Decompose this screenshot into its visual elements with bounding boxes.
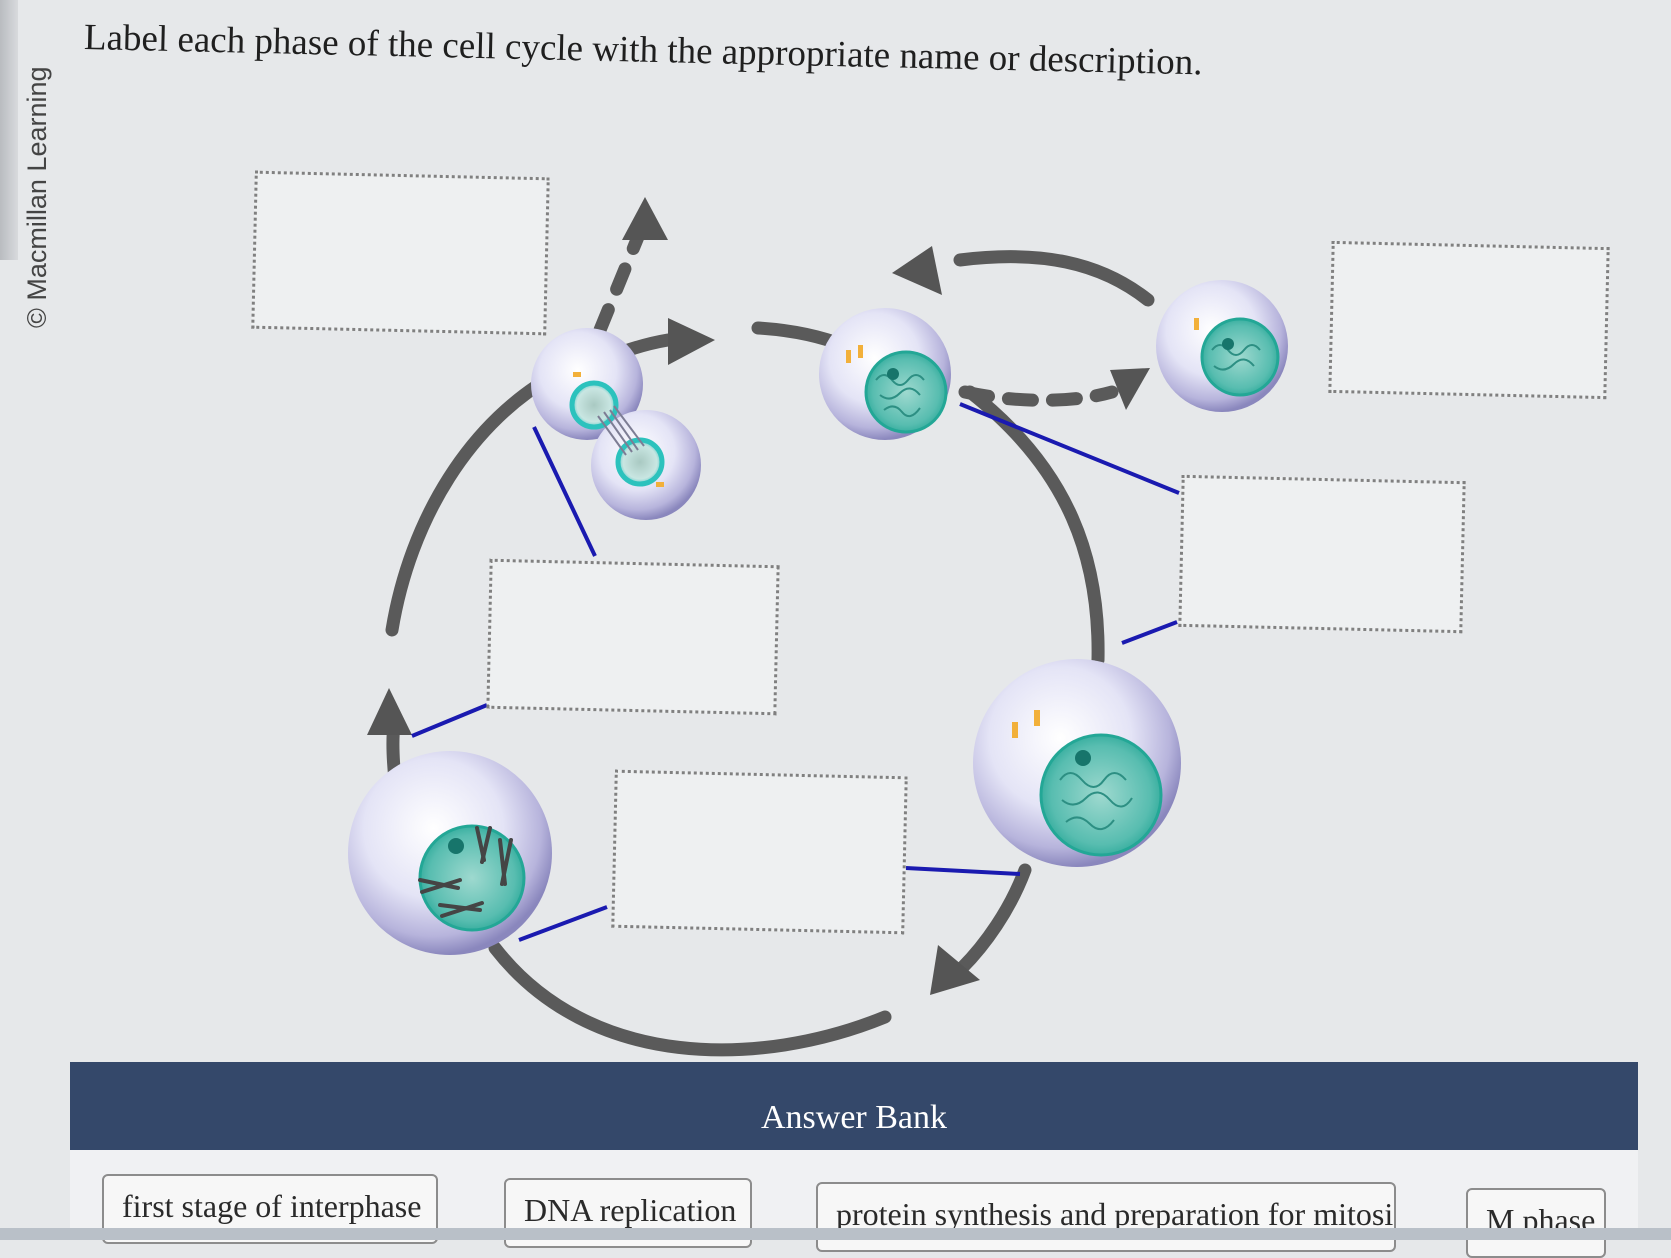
cycle-arc-bottom xyxy=(488,941,892,1057)
drop-zone-center[interactable] xyxy=(486,558,780,716)
g0-arrow-dashed xyxy=(958,385,1119,407)
answer-chip-m-phase[interactable]: M phase xyxy=(1466,1188,1606,1258)
answer-bank-title: Answer Bank xyxy=(70,1062,1638,1150)
cell-g0 xyxy=(1156,280,1288,412)
exit-arrow-dashed xyxy=(593,225,647,337)
window-edge xyxy=(0,0,18,260)
arrowheads xyxy=(367,197,1150,995)
answer-chip-protein-synthesis[interactable]: protein synthesis and preparation for mi… xyxy=(816,1182,1396,1252)
cycle-arc-top-right xyxy=(953,250,1155,307)
cell-g1 xyxy=(819,308,951,440)
arrowhead-top-right xyxy=(892,246,942,295)
cell-g2 xyxy=(973,659,1181,867)
drop-zone-right-middle[interactable] xyxy=(1178,474,1466,634)
drop-zone-top-right[interactable] xyxy=(1328,240,1610,400)
cycle-arc-lower-right xyxy=(955,863,1032,975)
cell-mitosis xyxy=(348,751,552,955)
cell-dividing xyxy=(531,328,701,520)
cycle-arc-left xyxy=(385,365,567,637)
drop-zone-top-left[interactable] xyxy=(251,170,550,336)
arrowhead-top-left xyxy=(668,318,715,365)
arrowhead-lower-left xyxy=(367,688,412,735)
arrowhead-exit xyxy=(622,197,668,240)
leader-lines xyxy=(411,402,1180,942)
arrowhead-lower-right xyxy=(930,945,980,995)
answer-bank: Answer Bank first stage of interphase DN… xyxy=(70,1062,1638,1258)
arrowhead-g0 xyxy=(1110,368,1150,410)
screen-bottom-edge xyxy=(0,1228,1671,1240)
drop-zone-bottom-center[interactable] xyxy=(611,769,908,935)
